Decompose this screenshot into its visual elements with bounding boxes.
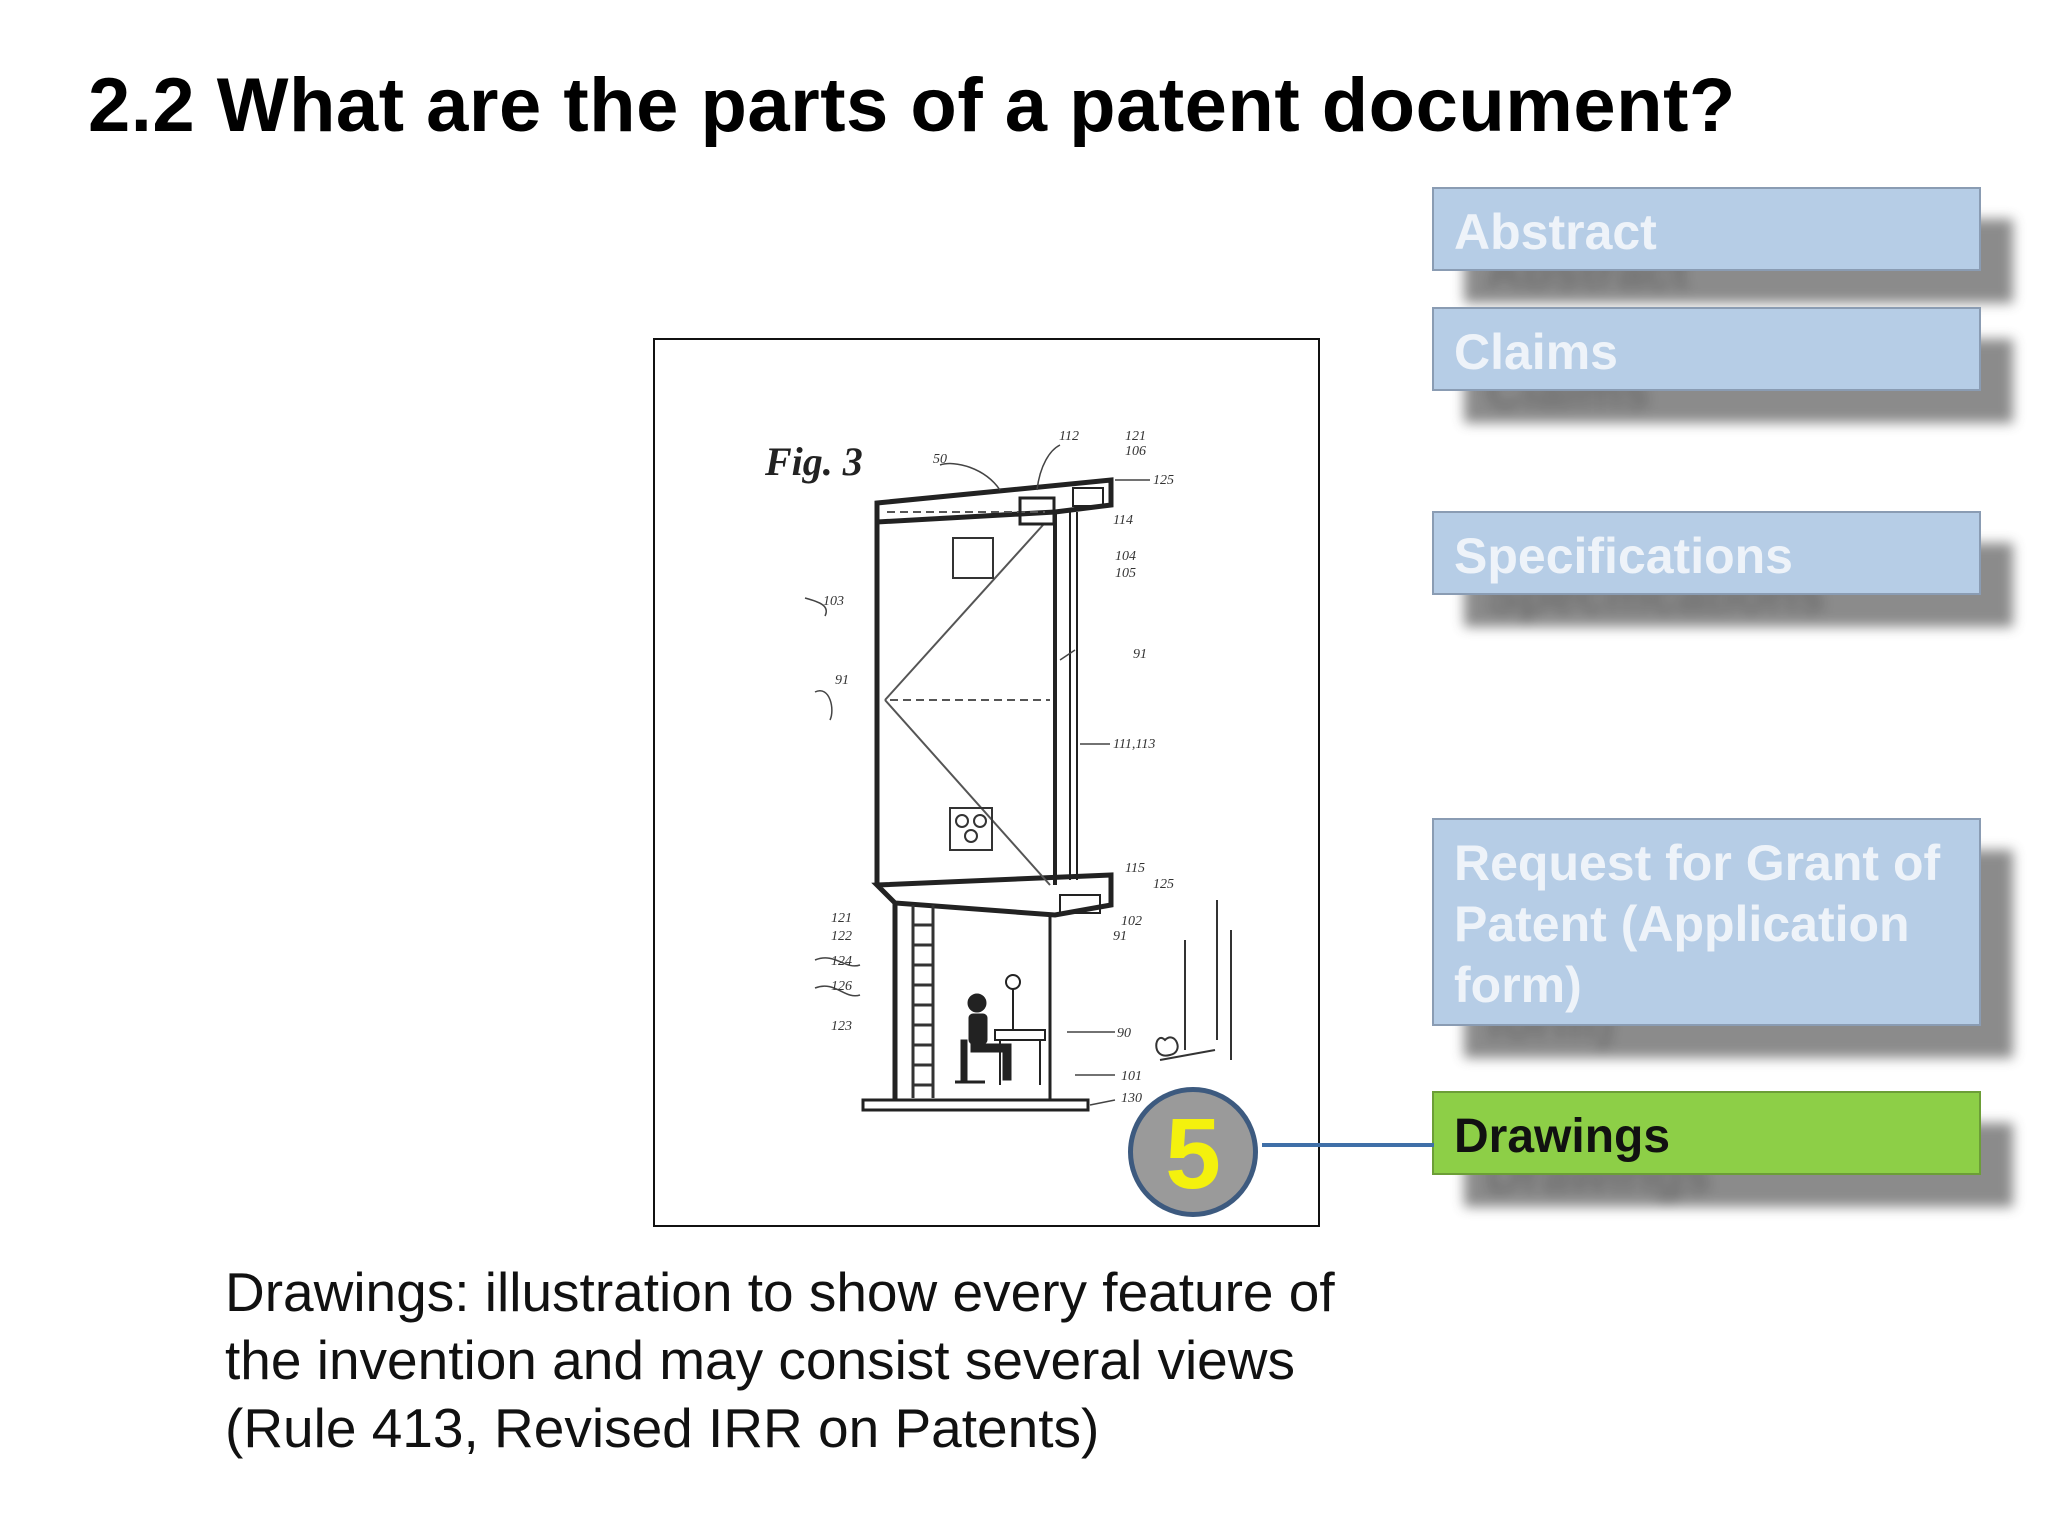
svg-text:121: 121 [831, 911, 852, 926]
svg-text:106: 106 [1125, 444, 1146, 459]
svg-text:115: 115 [1125, 861, 1145, 876]
svg-text:125: 125 [1153, 877, 1174, 892]
tab-abstract[interactable]: Abstract Abstract [1432, 187, 1981, 271]
svg-text:123: 123 [831, 1019, 852, 1034]
step-number: 5 [1165, 1104, 1221, 1204]
caption-line: Drawings: illustration to show every fea… [225, 1258, 1425, 1326]
svg-text:50: 50 [933, 452, 947, 467]
svg-text:114: 114 [1113, 513, 1133, 528]
caption-line: (Rule 413, Revised IRR on Patents) [225, 1394, 1425, 1462]
figure-label: Fig. 3 [764, 439, 863, 484]
svg-text:111,113: 111,113 [1113, 737, 1155, 752]
connector-line [1262, 1143, 1434, 1147]
tab-drawings[interactable]: Drawings Drawings [1432, 1091, 1981, 1175]
tab-claims[interactable]: Claims Claims [1432, 307, 1981, 391]
caption-line: the invention and may consist several vi… [225, 1326, 1425, 1394]
svg-text:102: 102 [1121, 914, 1142, 929]
tab-label: Drawings [1434, 1093, 1979, 1180]
svg-text:91: 91 [835, 673, 849, 688]
svg-text:101: 101 [1121, 1069, 1142, 1084]
caption: Drawings: illustration to show every fea… [225, 1258, 1425, 1462]
svg-text:103: 103 [823, 594, 844, 609]
svg-text:122: 122 [831, 929, 852, 944]
tab-label: Request for Grant of Patent (Application… [1434, 820, 1979, 1029]
svg-text:121: 121 [1125, 429, 1146, 444]
tab-label: Abstract [1434, 189, 1979, 276]
svg-text:91: 91 [1133, 647, 1147, 662]
svg-text:125: 125 [1153, 473, 1174, 488]
step-number-badge: 5 [1128, 1087, 1258, 1217]
svg-text:112: 112 [1059, 429, 1079, 444]
tab-label: Specifications [1434, 513, 1979, 600]
page-title: 2.2 What are the parts of a patent docum… [88, 62, 1736, 149]
tab-specifications[interactable]: Specifications Specifications [1432, 511, 1981, 595]
svg-text:90: 90 [1117, 1026, 1131, 1041]
svg-text:105: 105 [1115, 566, 1136, 581]
svg-text:104: 104 [1115, 549, 1136, 564]
tab-label: Claims [1434, 309, 1979, 396]
tab-request-for-grant[interactable]: Request for Grant of Patent (Application… [1432, 818, 1981, 1026]
svg-text:91: 91 [1113, 929, 1127, 944]
svg-text:130: 130 [1121, 1091, 1142, 1106]
svg-text:124: 124 [831, 954, 852, 969]
svg-text:126: 126 [831, 979, 852, 994]
